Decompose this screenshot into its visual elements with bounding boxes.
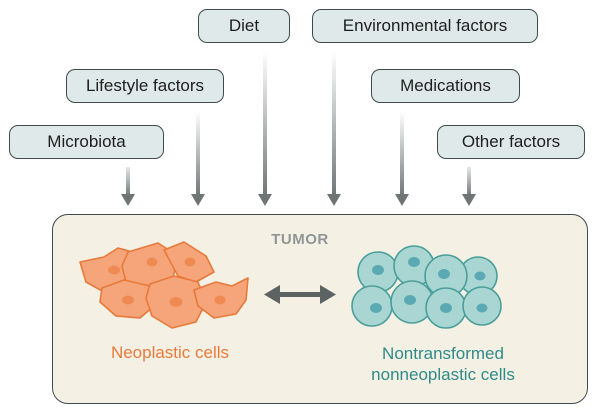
arrow-diet: [258, 51, 272, 206]
arrow-lifestyle: [191, 111, 205, 206]
factor-other-label: Other factors: [461, 132, 561, 151]
factor-medications: Medications: [371, 69, 520, 103]
factor-microbiota-label: Microbiota: [47, 132, 126, 151]
factor-lifestyle: Lifestyle factors: [66, 69, 224, 103]
factor-microbiota: Microbiota: [9, 125, 164, 159]
arrow-other: [462, 167, 476, 206]
bidirectional-arrow-icon: [264, 285, 336, 304]
nontransformed-cells-label: Nontransformed nonneoplastic cells: [330, 343, 556, 385]
factor-diet: Diet: [198, 9, 290, 43]
arrow-environmental: [327, 51, 341, 206]
neoplastic-cells-icon: [79, 241, 249, 329]
factor-environmental-label: Environmental factors: [342, 16, 508, 35]
nontransformed-label-line1: Nontransformed: [382, 344, 504, 363]
arrow-microbiota: [121, 167, 135, 206]
nontransformed-cells-icon: [351, 245, 502, 329]
factor-other: Other factors: [437, 125, 585, 159]
factor-arrows: [121, 51, 476, 206]
nontransformed-label-line2: nonneoplastic cells: [371, 365, 515, 384]
neoplastic-cells-label: Neoplastic cells: [110, 343, 230, 362]
arrow-medications: [395, 111, 409, 206]
factor-environmental: Environmental factors: [312, 9, 538, 43]
factor-medications-label: Medications: [400, 76, 491, 95]
tumor-title: TUMOR: [271, 231, 329, 248]
factor-diet-label: Diet: [228, 16, 260, 35]
factor-lifestyle-label: Lifestyle factors: [85, 76, 205, 95]
